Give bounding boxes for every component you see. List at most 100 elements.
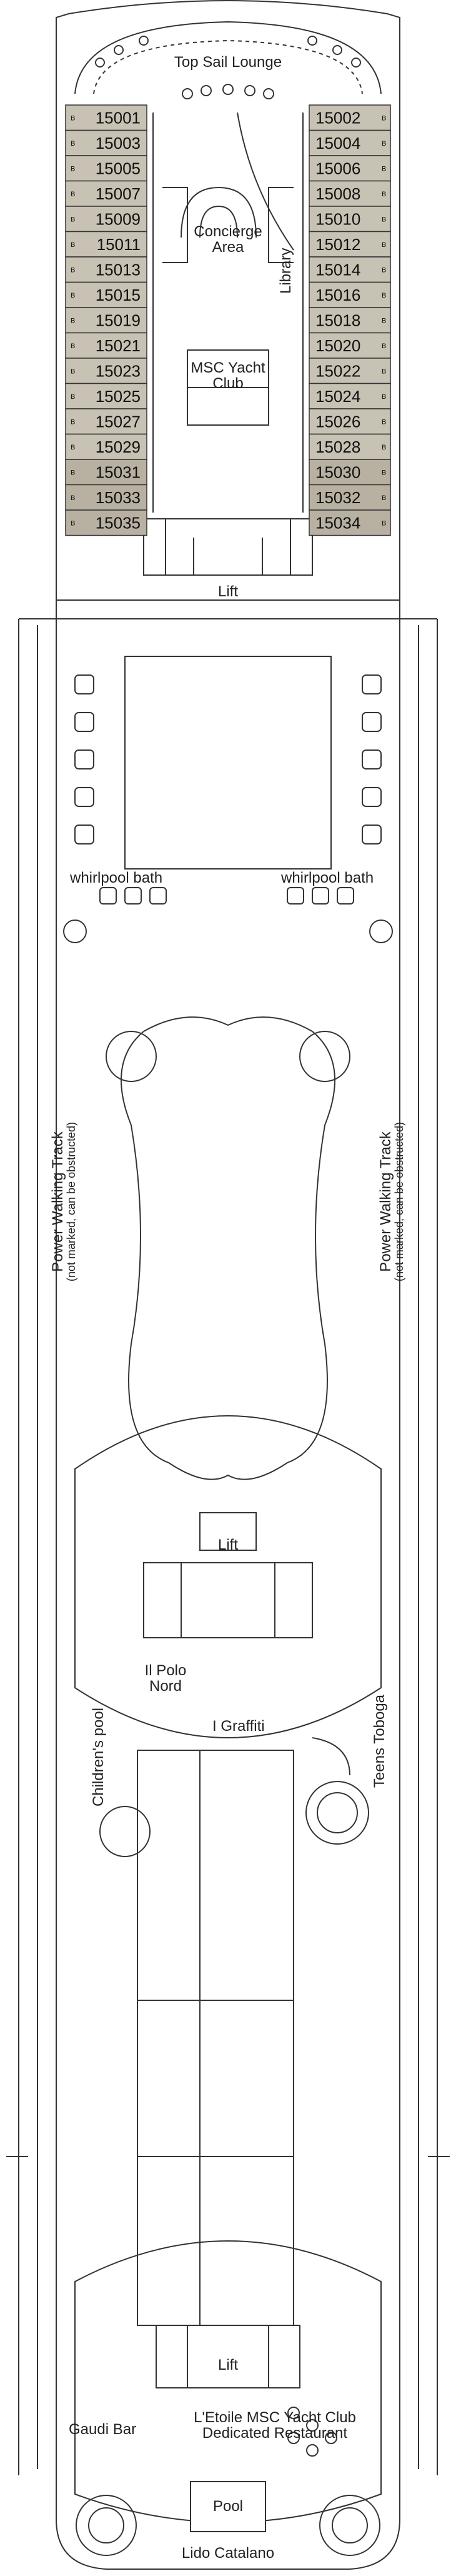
- cabin-number: 15019: [96, 311, 141, 329]
- cabin-number: 15030: [315, 463, 360, 481]
- cabins-left-block: 15001B15003B15005B15007B15009B15011B1501…: [65, 104, 147, 536]
- label-il-polo-nord: Il Polo Nord: [144, 1662, 187, 1695]
- hull-outline: [56, 0, 401, 2570]
- cabin-badge: B: [71, 114, 75, 122]
- label-msc-yacht-club: MSC Yacht Club: [191, 359, 265, 393]
- cabin-15027: 15027 B: [65, 408, 147, 435]
- cabin-number: 15010: [315, 209, 360, 228]
- cabin-number: 15011: [97, 235, 141, 254]
- label-etoile-restaurant: L'Etoile MSC Yacht Club Dedicated Restau…: [194, 2409, 356, 2442]
- main-pool: [121, 1016, 335, 1480]
- cabin-badge: B: [382, 393, 386, 401]
- cabin-number: 15009: [96, 209, 141, 228]
- cabin-number: 15020: [315, 336, 360, 355]
- label-gaudi-bar: Gaudi Bar: [69, 2421, 137, 2438]
- cabin-15003: 15003 B: [65, 129, 147, 156]
- teens-toboga-slide: [305, 1737, 369, 1845]
- cabin-badge: B: [71, 494, 75, 502]
- cabin-badge: B: [71, 519, 75, 527]
- cabin-badge: B: [71, 241, 75, 249]
- cabin-badge: B: [382, 114, 386, 122]
- cabin-badge: B: [71, 444, 75, 451]
- label-walking-track-right: Power Walking Track (not marked, can be …: [377, 1121, 406, 1281]
- cabin-15015: 15015 B: [65, 281, 147, 308]
- cabin-number: 15031: [96, 463, 141, 481]
- label-lift-mid: Lift: [217, 1536, 239, 1553]
- cabin-15031: 15031 B: [65, 459, 147, 486]
- cabin-15001: 15001 B: [65, 104, 147, 131]
- cabin-badge: B: [71, 469, 75, 476]
- cabin-number: 15013: [96, 260, 141, 279]
- cabin-badge: B: [71, 140, 75, 148]
- cabin-15033: 15033 B: [65, 484, 147, 511]
- cabin-15029: 15029 B: [65, 433, 147, 460]
- sun-loungers: [74, 674, 382, 905]
- cabin-15012: 15012 B: [309, 231, 391, 258]
- cabin-badge: B: [71, 393, 75, 401]
- cabin-15021: 15021 B: [65, 332, 147, 359]
- cabin-number: 15024: [315, 387, 360, 406]
- cabin-number: 15034: [315, 513, 360, 532]
- restaurant-tables: [287, 2407, 337, 2457]
- cabin-number: 15005: [96, 159, 141, 178]
- cabin-number: 15001: [96, 108, 141, 127]
- cabin-badge: B: [382, 317, 386, 324]
- cabin-badge: B: [71, 343, 75, 350]
- cabin-number: 15012: [315, 235, 360, 254]
- aft-circle-right: [319, 2495, 380, 2556]
- label-pool: Pool: [212, 2498, 244, 2515]
- label-whirlpool-left: whirlpool bath: [70, 870, 163, 886]
- cabin-badge: B: [382, 165, 386, 173]
- top-sail-lounge-arc: [74, 21, 382, 94]
- cabin-badge: B: [382, 266, 386, 274]
- whirlpool-pools: [63, 920, 393, 1082]
- label-lido-catalano: Lido Catalano: [181, 2545, 275, 2562]
- cabin-number: 15029: [96, 438, 141, 456]
- label-teens-toboga: Teens Toboga: [371, 1694, 388, 1788]
- cabin-15024: 15024 B: [309, 383, 391, 409]
- cabin-15013: 15013 B: [65, 256, 147, 283]
- cabin-badge: B: [382, 140, 386, 148]
- cabin-15025: 15025 B: [65, 383, 147, 409]
- cabin-badge: B: [71, 368, 75, 375]
- cabin-number: 15023: [96, 361, 141, 380]
- cabin-number: 15028: [315, 438, 360, 456]
- cabin-15018: 15018 B: [309, 307, 391, 334]
- label-top-sail-lounge: Top Sail Lounge: [174, 54, 282, 71]
- cabin-number: 15006: [315, 159, 360, 178]
- cabin-number: 15014: [315, 260, 360, 279]
- cabin-number: 15004: [315, 134, 360, 153]
- cabin-number: 15027: [96, 412, 141, 431]
- cabin-number: 15015: [96, 286, 141, 304]
- cabin-number: 15003: [96, 134, 141, 153]
- cabin-badge: B: [71, 266, 75, 274]
- cabin-number: 15018: [315, 311, 360, 329]
- cabin-number: 15022: [315, 361, 360, 380]
- cabin-number: 15016: [315, 286, 360, 304]
- cabin-badge: B: [382, 241, 386, 249]
- cabin-badge: B: [71, 165, 75, 173]
- label-library: Library: [277, 248, 294, 294]
- cabin-badge: B: [71, 191, 75, 198]
- cabin-number: 15021: [96, 336, 141, 355]
- cabin-badge: B: [71, 292, 75, 299]
- cabin-15006: 15006 B: [309, 155, 391, 182]
- cabin-number: 15025: [96, 387, 141, 406]
- label-walking-track-left: Power Walking Track (not marked, can be …: [49, 1121, 78, 1281]
- cabin-badge: B: [71, 418, 75, 426]
- cabin-number: 15033: [96, 488, 141, 507]
